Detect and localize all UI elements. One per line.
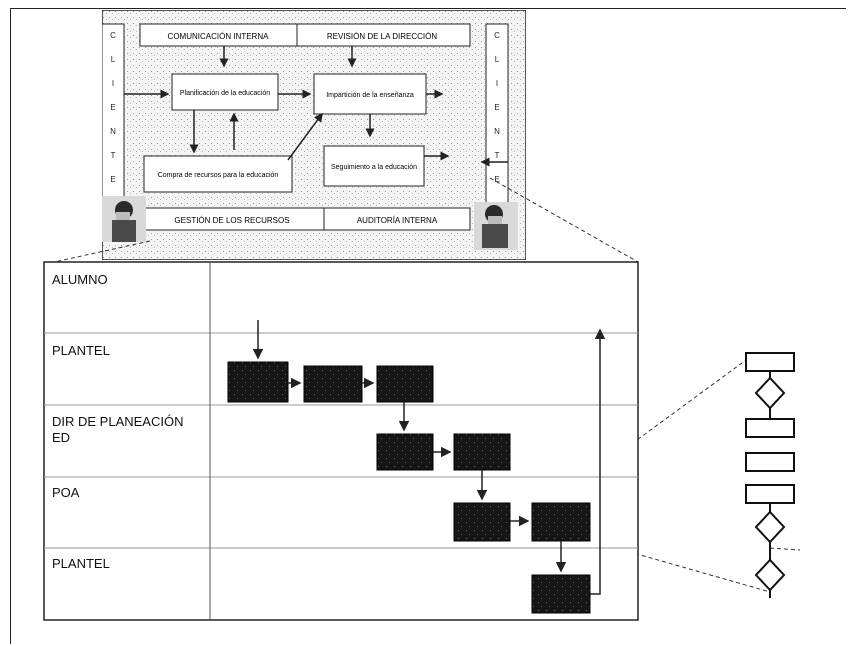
plantel-block-3 xyxy=(377,366,433,402)
planeacion-block-1 xyxy=(377,434,433,470)
plantel-block-1 xyxy=(228,362,288,402)
side-flowchart xyxy=(746,353,794,598)
poa-block-1 xyxy=(454,503,510,541)
flowchart-process-shape xyxy=(746,453,794,471)
flowchart-decision-shape xyxy=(756,378,784,408)
lane-label-plantel: PLANTEL xyxy=(52,343,110,359)
lane-label-alumno: ALUMNO xyxy=(52,272,108,288)
flowchart-process-shape xyxy=(746,353,794,371)
lane-label-dir-planeacion: DIR DE PLANEACIÓN ED xyxy=(52,414,192,446)
plantel-block-2 xyxy=(304,366,362,402)
planeacion-block-2 xyxy=(454,434,510,470)
lane-label-poa: POA xyxy=(52,485,79,501)
lane-label-plantel-bottom: PLANTEL xyxy=(52,556,110,572)
poa-block-2 xyxy=(532,503,590,541)
flowchart-process-shape xyxy=(746,485,794,503)
flowchart-decision-shape xyxy=(756,560,784,590)
plantel-bottom-block xyxy=(532,575,590,613)
flowchart-process-shape xyxy=(746,419,794,437)
flowchart-decision-shape xyxy=(756,512,784,542)
